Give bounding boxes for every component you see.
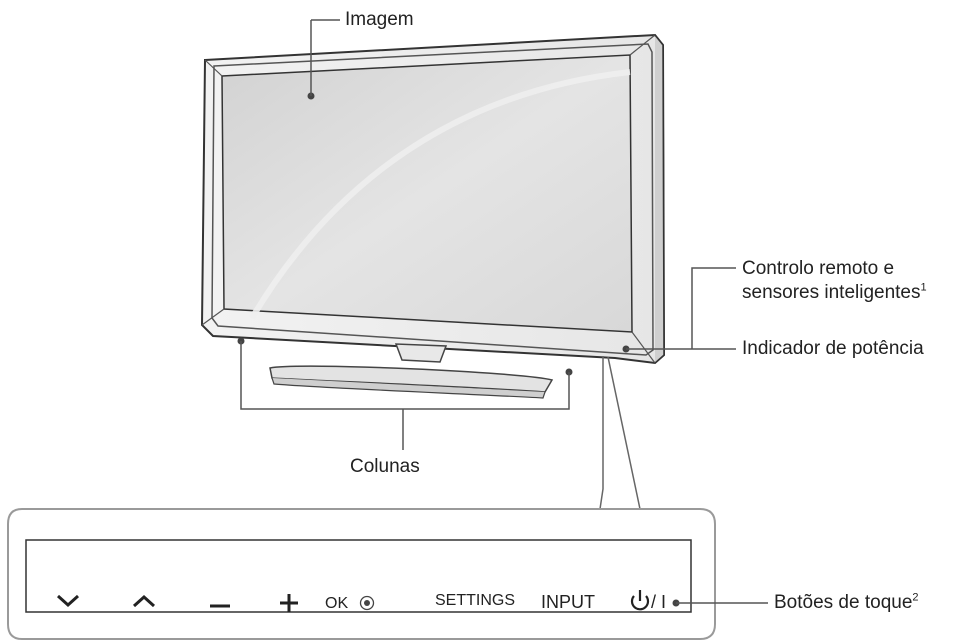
minus-button[interactable] [204, 590, 236, 616]
controlo-label-line1: Controlo remoto e [742, 258, 895, 279]
footnote-1: 1 [920, 281, 927, 294]
up-button-icon [132, 594, 156, 608]
down-button[interactable] [52, 588, 84, 614]
settings-button[interactable]: SETTINGS [435, 592, 516, 609]
tv-stand-neck [394, 343, 448, 363]
botoes-label: Botões de toque2 [774, 592, 919, 614]
botoes-label-text: Botões de toque [774, 592, 913, 613]
controlo-label-text: sensores inteligentes [742, 282, 921, 303]
controlo-label-line2: sensores inteligentes1 [742, 282, 927, 304]
plus-button[interactable] [273, 588, 305, 616]
power-button[interactable]: / I [651, 592, 667, 612]
power-icon [630, 595, 650, 611]
colunas-label: Colunas [350, 456, 420, 477]
footnote-2: 2 [912, 591, 919, 604]
up-button[interactable] [128, 588, 160, 614]
touch-panel-frame [7, 508, 716, 640]
tv-screen [221, 54, 633, 333]
indicador-label: Indicador de potência [742, 338, 924, 359]
input-button[interactable]: INPUT [541, 592, 595, 612]
ok-radio-icon [359, 595, 375, 611]
imagem-label: Imagem [345, 9, 414, 30]
touch-panel [25, 539, 692, 613]
down-button-icon [56, 594, 80, 608]
ok-button[interactable]: OK [325, 595, 349, 612]
